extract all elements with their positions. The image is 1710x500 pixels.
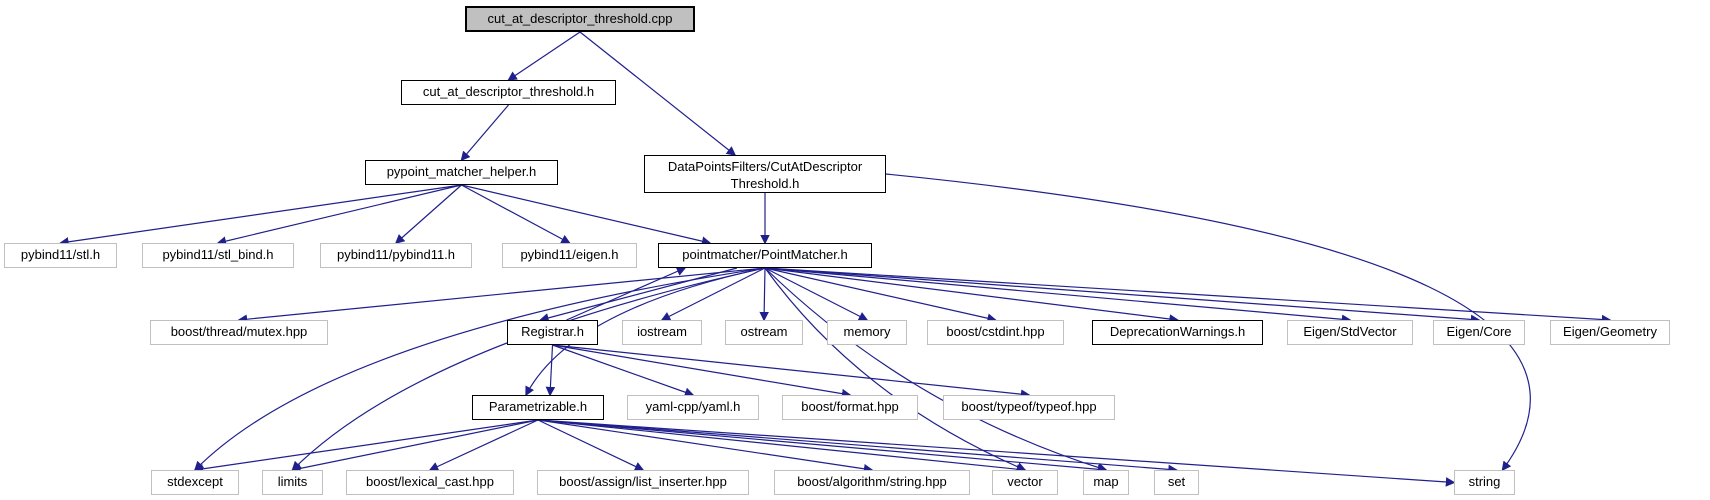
edge-parametrizable-lexical [428,419,539,471]
edge-pointmatcher-eigen_core [764,267,1481,325]
edge-helper-pybind_eigen [461,184,571,244]
edge-helper-pybind_stl_bind [216,184,462,246]
edge-pointmatcher-vector [764,267,1027,472]
edge-helper-pointmatcher [461,184,712,246]
node-pybind11-pybind11-h: pybind11/pybind11.h [320,243,472,268]
edge-parametrizable-vector [537,419,1027,474]
node-memory: memory [827,320,907,345]
edge-pointmatcher-eigen_geometry [764,267,1612,325]
node-cut-at-descriptor-threshold-h[interactable]: cut_at_descriptor_threshold.h [401,80,616,105]
node-limits: limits [262,470,323,495]
node-boost-thread-mutex-hpp: boost/thread/mutex.hpp [150,320,328,345]
node-pybind11-stl-h: pybind11/stl.h [4,243,117,268]
node-eigen-geometry: Eigen/Geometry [1550,320,1670,345]
node-boost-algorithm-string-hpp: boost/algorithm/string.hpp [774,470,970,495]
node-string: string [1454,470,1515,495]
node-eigen-stdvector: Eigen/StdVector [1287,320,1413,345]
node-boost-typeof-typeof-hpp: boost/typeof/typeof.hpp [943,395,1115,420]
node-yaml-cpp-yaml-h: yaml-cpp/yaml.h [627,395,759,420]
node-pointmatcher-pointmatcher-h[interactable]: pointmatcher/PointMatcher.h [658,243,872,268]
edge-pointmatcher-registrar [539,267,738,323]
edge-pointmatcher-stdexcept [193,267,766,472]
node-iostream: iostream [622,320,702,345]
node-deprecationwarnings-h[interactable]: DeprecationWarnings.h [1092,320,1263,345]
node-boost-assign-list-inserter-hpp: boost/assign/list_inserter.hpp [537,470,749,495]
edge-pointmatcher-iostream [660,267,766,321]
node-cut-at-descriptor-threshold-cpp: cut_at_descriptor_threshold.cpp [465,6,695,32]
node-boost-lexical-cast-hpp: boost/lexical_cast.hpp [346,470,514,495]
edge-parametrizable-limits [291,419,539,474]
edge-registrar-pointmatcher [566,266,687,321]
node-map: map [1083,470,1129,495]
edge-parametrizable-string [537,419,1456,487]
edge-parametrizable-map [537,419,1108,475]
node-set: set [1154,470,1199,495]
node-boost-cstdint-hpp: boost/cstdint.hpp [927,320,1064,345]
node-ostream: ostream [725,320,803,345]
edge-pointmatcher-memory [764,267,869,321]
edge-pointmatcher-cstdint [764,267,997,323]
node-boost-format-hpp: boost/format.hpp [782,395,918,420]
node-eigen-core: Eigen/Core [1433,320,1525,345]
edge-pointmatcher-mutex [237,267,766,324]
node-pybind11-stl-bind-h: pybind11/stl_bind.h [142,243,294,268]
edge-parametrizable-stdexcept [193,419,539,474]
edge-registrar-yaml [552,344,695,397]
edge-parametrizable-inserter [537,419,645,471]
edge-pointmatcher-limits [291,267,766,472]
edge-parametrizable-algostring [537,419,874,474]
node-pybind11-eigen-h: pybind11/eigen.h [502,243,637,268]
edge-registrar-parametrizable [545,344,556,397]
edge-cpp-hdr [507,31,581,81]
edge-helper-pybind_stl [59,184,462,247]
node-stdexcept: stdexcept [151,470,239,495]
edge-pointmatcher-deprecation [764,267,1179,324]
edge-pointmatcher-map [764,267,1108,473]
edge-pointmatcher-eigen_stdvector [764,267,1352,325]
node-vector: vector [992,470,1058,495]
node-parametrizable-h[interactable]: Parametrizable.h [472,395,604,420]
node-label-line1: DataPointsFilters/CutAtDescriptor [667,159,863,174]
edge-pointmatcher-ostream [759,267,769,322]
node-pypoint-matcher-helper-h[interactable]: pypoint_matcher_helper.h [365,160,558,185]
node-label-line2: Threshold.h [730,176,800,191]
node-datapointsfilters-cutatdescriptorthreshold-h[interactable]: DataPointsFilters/CutAtDescriptor Thresh… [644,155,886,193]
edge-hdr-helper [460,104,509,162]
edge-cpp-dpf [579,31,737,156]
node-registrar-h[interactable]: Registrar.h [507,320,598,345]
edge-parametrizable-set [537,419,1178,475]
edge-helper-pybind11 [394,184,462,244]
edge-registrar-typeof [552,344,1031,399]
edge-registrar-format [552,344,852,399]
edge-dpf-string [885,173,1531,472]
